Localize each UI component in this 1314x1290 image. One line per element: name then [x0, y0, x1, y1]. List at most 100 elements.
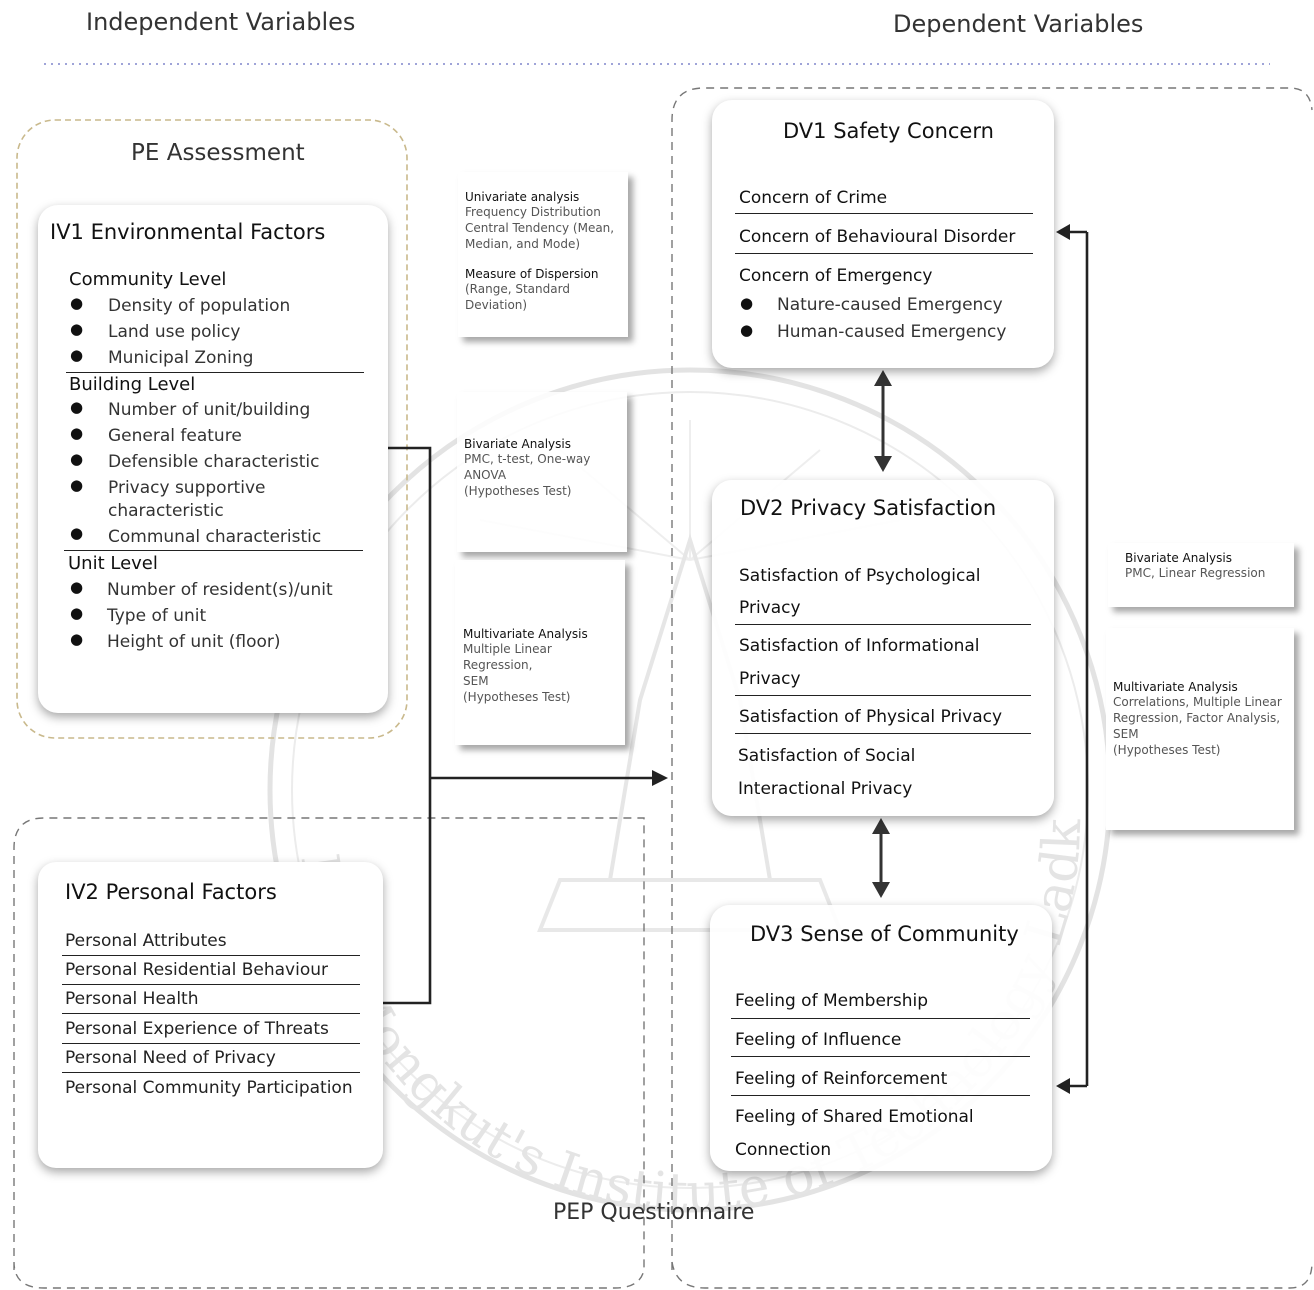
bullet: ●: [70, 604, 84, 622]
dv1-card: [712, 100, 1054, 368]
iv1-item: Number of resident(s)/unit: [107, 580, 333, 600]
community-level-label: Community Level: [69, 269, 227, 290]
analysis-heading: Measure of Dispersion: [465, 267, 599, 281]
dv1-item: Concern of Behavioural Disorder: [739, 227, 1016, 247]
analysis-text: ANOVA: [464, 468, 507, 482]
analysis-heading: Multivariate Analysis: [463, 627, 588, 641]
iv1-item: characteristic: [108, 501, 224, 521]
divider: [731, 1095, 1030, 1096]
analysis-heading: Multivariate Analysis: [1113, 680, 1238, 694]
divider: [735, 213, 1033, 214]
divider: [62, 984, 360, 985]
independent-variables-header: Independent Variables: [86, 8, 356, 36]
iv1-item: General feature: [108, 426, 242, 446]
dv3-line: Feeling of Membership: [735, 991, 929, 1011]
dv3-line: Feeling of Influence: [735, 1030, 902, 1050]
analysis-text: PMC, t-test, One-way: [464, 452, 591, 466]
dv3-line: Feeling of Shared Emotional: [735, 1107, 974, 1127]
dv1-subitem: Human-caused Emergency: [777, 322, 1007, 342]
dv2-line: Satisfaction of Psychological: [739, 566, 981, 586]
bullet: ●: [70, 294, 84, 312]
analysis-text: SEM: [463, 674, 489, 688]
divider: [731, 1056, 1030, 1057]
dv3-title: DV3 Sense of Community: [750, 922, 1019, 946]
divider: [64, 550, 363, 551]
iv1-item: Defensible characteristic: [108, 452, 320, 472]
dependent-variables-header: Dependent Variables: [893, 10, 1144, 38]
bullet: ●: [70, 398, 84, 416]
bullet: ●: [70, 476, 84, 494]
bullet: ●: [70, 346, 84, 364]
building-level-label: Building Level: [69, 374, 196, 395]
divider: [66, 372, 364, 373]
iv1-item: Number of unit/building: [108, 400, 311, 420]
multivariate-analysis-box-left: Multivariate Analysis Multiple Linear Re…: [455, 560, 625, 745]
analysis-heading: Bivariate Analysis: [1125, 551, 1232, 565]
analysis-text: (Hypotheses Test): [463, 690, 571, 704]
analysis-text: Deviation): [465, 298, 528, 312]
iv2-item: Personal Attributes: [65, 931, 227, 951]
analysis-heading: Bivariate Analysis: [464, 437, 571, 451]
analysis-text: Correlations, Multiple Linear: [1113, 695, 1282, 709]
dv1-subitem: Nature-caused Emergency: [777, 295, 1003, 315]
divider: [735, 695, 1031, 696]
bullet: ●: [70, 524, 84, 542]
dv2-line: Satisfaction of Informational: [739, 636, 980, 656]
dv2-line: Satisfaction of Physical Privacy: [739, 707, 1003, 727]
iv2-item: Personal Experience of Threats: [65, 1019, 329, 1039]
iv1-item: Privacy supportive: [108, 478, 266, 498]
bullet: ●: [70, 320, 84, 338]
bivariate-analysis-box-right: Bivariate Analysis PMC, Linear Regressio…: [1108, 543, 1294, 607]
analysis-text: (Hypotheses Test): [1113, 743, 1221, 757]
dv1-item: Concern of Crime: [739, 188, 888, 208]
analysis-text: SEM: [1113, 727, 1139, 741]
analysis-text: Central Tendency (Mean,: [465, 221, 615, 235]
iv2-item: Personal Community Participation: [65, 1078, 353, 1098]
iv2-card: [38, 862, 383, 1168]
iv1-item: Type of unit: [107, 606, 207, 626]
analysis-text: Frequency Distribution: [465, 205, 601, 219]
bullet: ●: [70, 578, 84, 596]
iv1-item: Land use policy: [108, 322, 241, 342]
dv3-line: Connection: [735, 1140, 832, 1160]
iv1-title: IV1 Environmental Factors: [50, 220, 326, 244]
dv2-line: Privacy: [739, 598, 801, 618]
iv1-card: [38, 205, 388, 713]
dv1-title: DV1 Safety Concern: [783, 119, 994, 143]
bullet: ●: [740, 321, 754, 339]
analysis-text: (Range, Standard: [465, 282, 570, 296]
iv2-title: IV2 Personal Factors: [65, 880, 277, 904]
bullet: ●: [70, 424, 84, 442]
bullet: ●: [740, 294, 754, 312]
divider: [62, 1013, 360, 1014]
divider: [735, 733, 1031, 734]
analysis-text: PMC, Linear Regression: [1125, 566, 1266, 580]
analysis-heading: Univariate analysis: [465, 190, 580, 204]
analysis-text: Median, and Mode): [465, 237, 581, 251]
bullet: ●: [70, 630, 84, 648]
bivariate-analysis-box-left: Bivariate Analysis PMC, t-test, One-way …: [457, 392, 627, 552]
dv1-item: Concern of Emergency: [739, 266, 933, 286]
analysis-text: Multiple Linear Regression,: [463, 642, 552, 672]
divider: [62, 1072, 360, 1073]
iv1-item: Height of unit (floor): [107, 632, 281, 652]
univariate-analysis-box: Univariate analysis Frequency Distributi…: [458, 172, 628, 337]
dv2-line: Satisfaction of Social: [738, 746, 916, 766]
divider: [62, 955, 360, 956]
divider: [731, 1018, 1030, 1019]
dv3-line: Feeling of Reinforcement: [735, 1069, 948, 1089]
divider: [735, 253, 1033, 254]
dv2-line: Privacy: [739, 669, 801, 689]
dv2-line: Interactional Privacy: [738, 779, 913, 799]
multivariate-analysis-box-right: Multivariate Analysis Correlations, Mult…: [1106, 628, 1294, 830]
iv1-item: Communal characteristic: [108, 527, 322, 547]
iv1-item: Density of population: [108, 296, 291, 316]
iv2-item: Personal Need of Privacy: [65, 1048, 276, 1068]
iv2-item: Personal Residential Behaviour: [65, 960, 328, 980]
dv2-title: DV2 Privacy Satisfaction: [740, 496, 997, 520]
pep-questionnaire-label: PEP Questionnaire: [553, 1200, 755, 1225]
analysis-text: Regression, Factor Analysis,: [1113, 711, 1281, 725]
iv1-item: Municipal Zoning: [108, 348, 254, 368]
iv2-item: Personal Health: [65, 989, 199, 1009]
dv2-card: [712, 480, 1054, 816]
